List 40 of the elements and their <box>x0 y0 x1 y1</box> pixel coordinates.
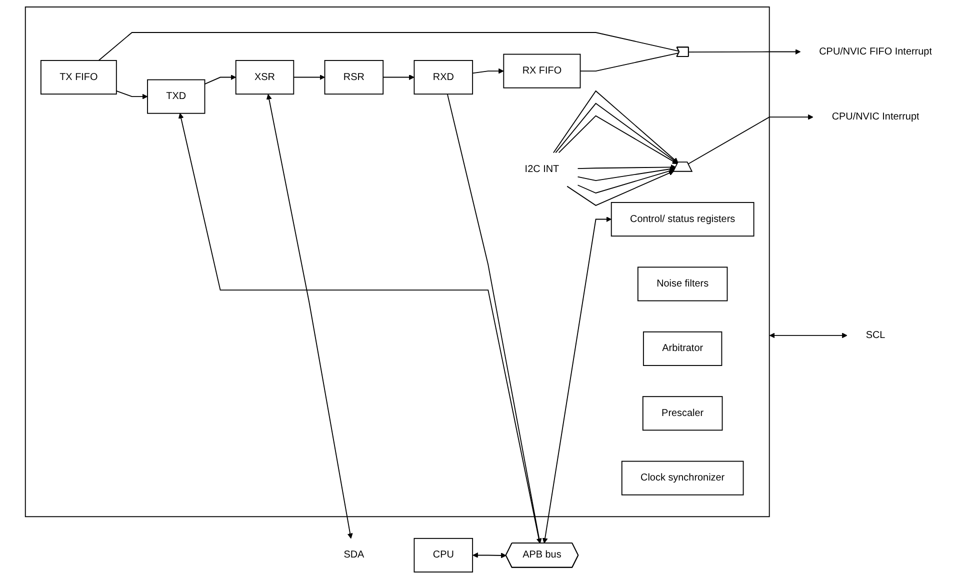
arrow <box>472 68 504 74</box>
connector <box>580 52 680 72</box>
arrow <box>266 94 353 539</box>
arrow <box>577 166 676 182</box>
node-text: CPU/NVIC FIFO Interrupt <box>819 46 932 57</box>
node-box: TX FIFO <box>40 60 117 95</box>
node-box: Prescaler <box>642 396 723 431</box>
node-box: TXD <box>147 79 206 114</box>
arrow <box>553 90 678 164</box>
cluster <box>24 6 770 518</box>
node-text: SDA <box>344 550 364 560</box>
node-text: I2C INT <box>524 164 560 174</box>
node-text: SCL <box>866 330 886 340</box>
node-box: RX FIFO <box>503 54 581 88</box>
node-box: CPU <box>414 538 474 572</box>
connector <box>98 32 680 61</box>
node-box: Clock synchronizer <box>621 460 744 496</box>
arrow <box>688 49 801 54</box>
arrow <box>446 94 542 544</box>
arrow <box>116 90 148 100</box>
arrow <box>577 168 675 194</box>
node-box: RSR <box>324 60 384 95</box>
arrow <box>555 102 678 164</box>
node-box: Arbitrator <box>642 331 722 366</box>
node-box: Control/ status registers <box>610 202 754 237</box>
arrow <box>769 332 848 338</box>
node-box: Noise filters <box>637 266 728 302</box>
arrow <box>558 115 678 164</box>
arrow <box>688 114 814 164</box>
arrow <box>542 216 612 544</box>
arrow <box>566 170 674 206</box>
arrow <box>204 74 236 85</box>
arrow <box>472 552 506 558</box>
arrow <box>293 74 326 80</box>
arrow <box>577 164 676 170</box>
node-box: RXD <box>414 60 474 95</box>
node-box: XSR <box>235 60 294 95</box>
node-text: CPU/NVIC Interrupt <box>832 111 920 122</box>
arrow <box>382 74 414 80</box>
node-trapezoid <box>672 162 693 172</box>
